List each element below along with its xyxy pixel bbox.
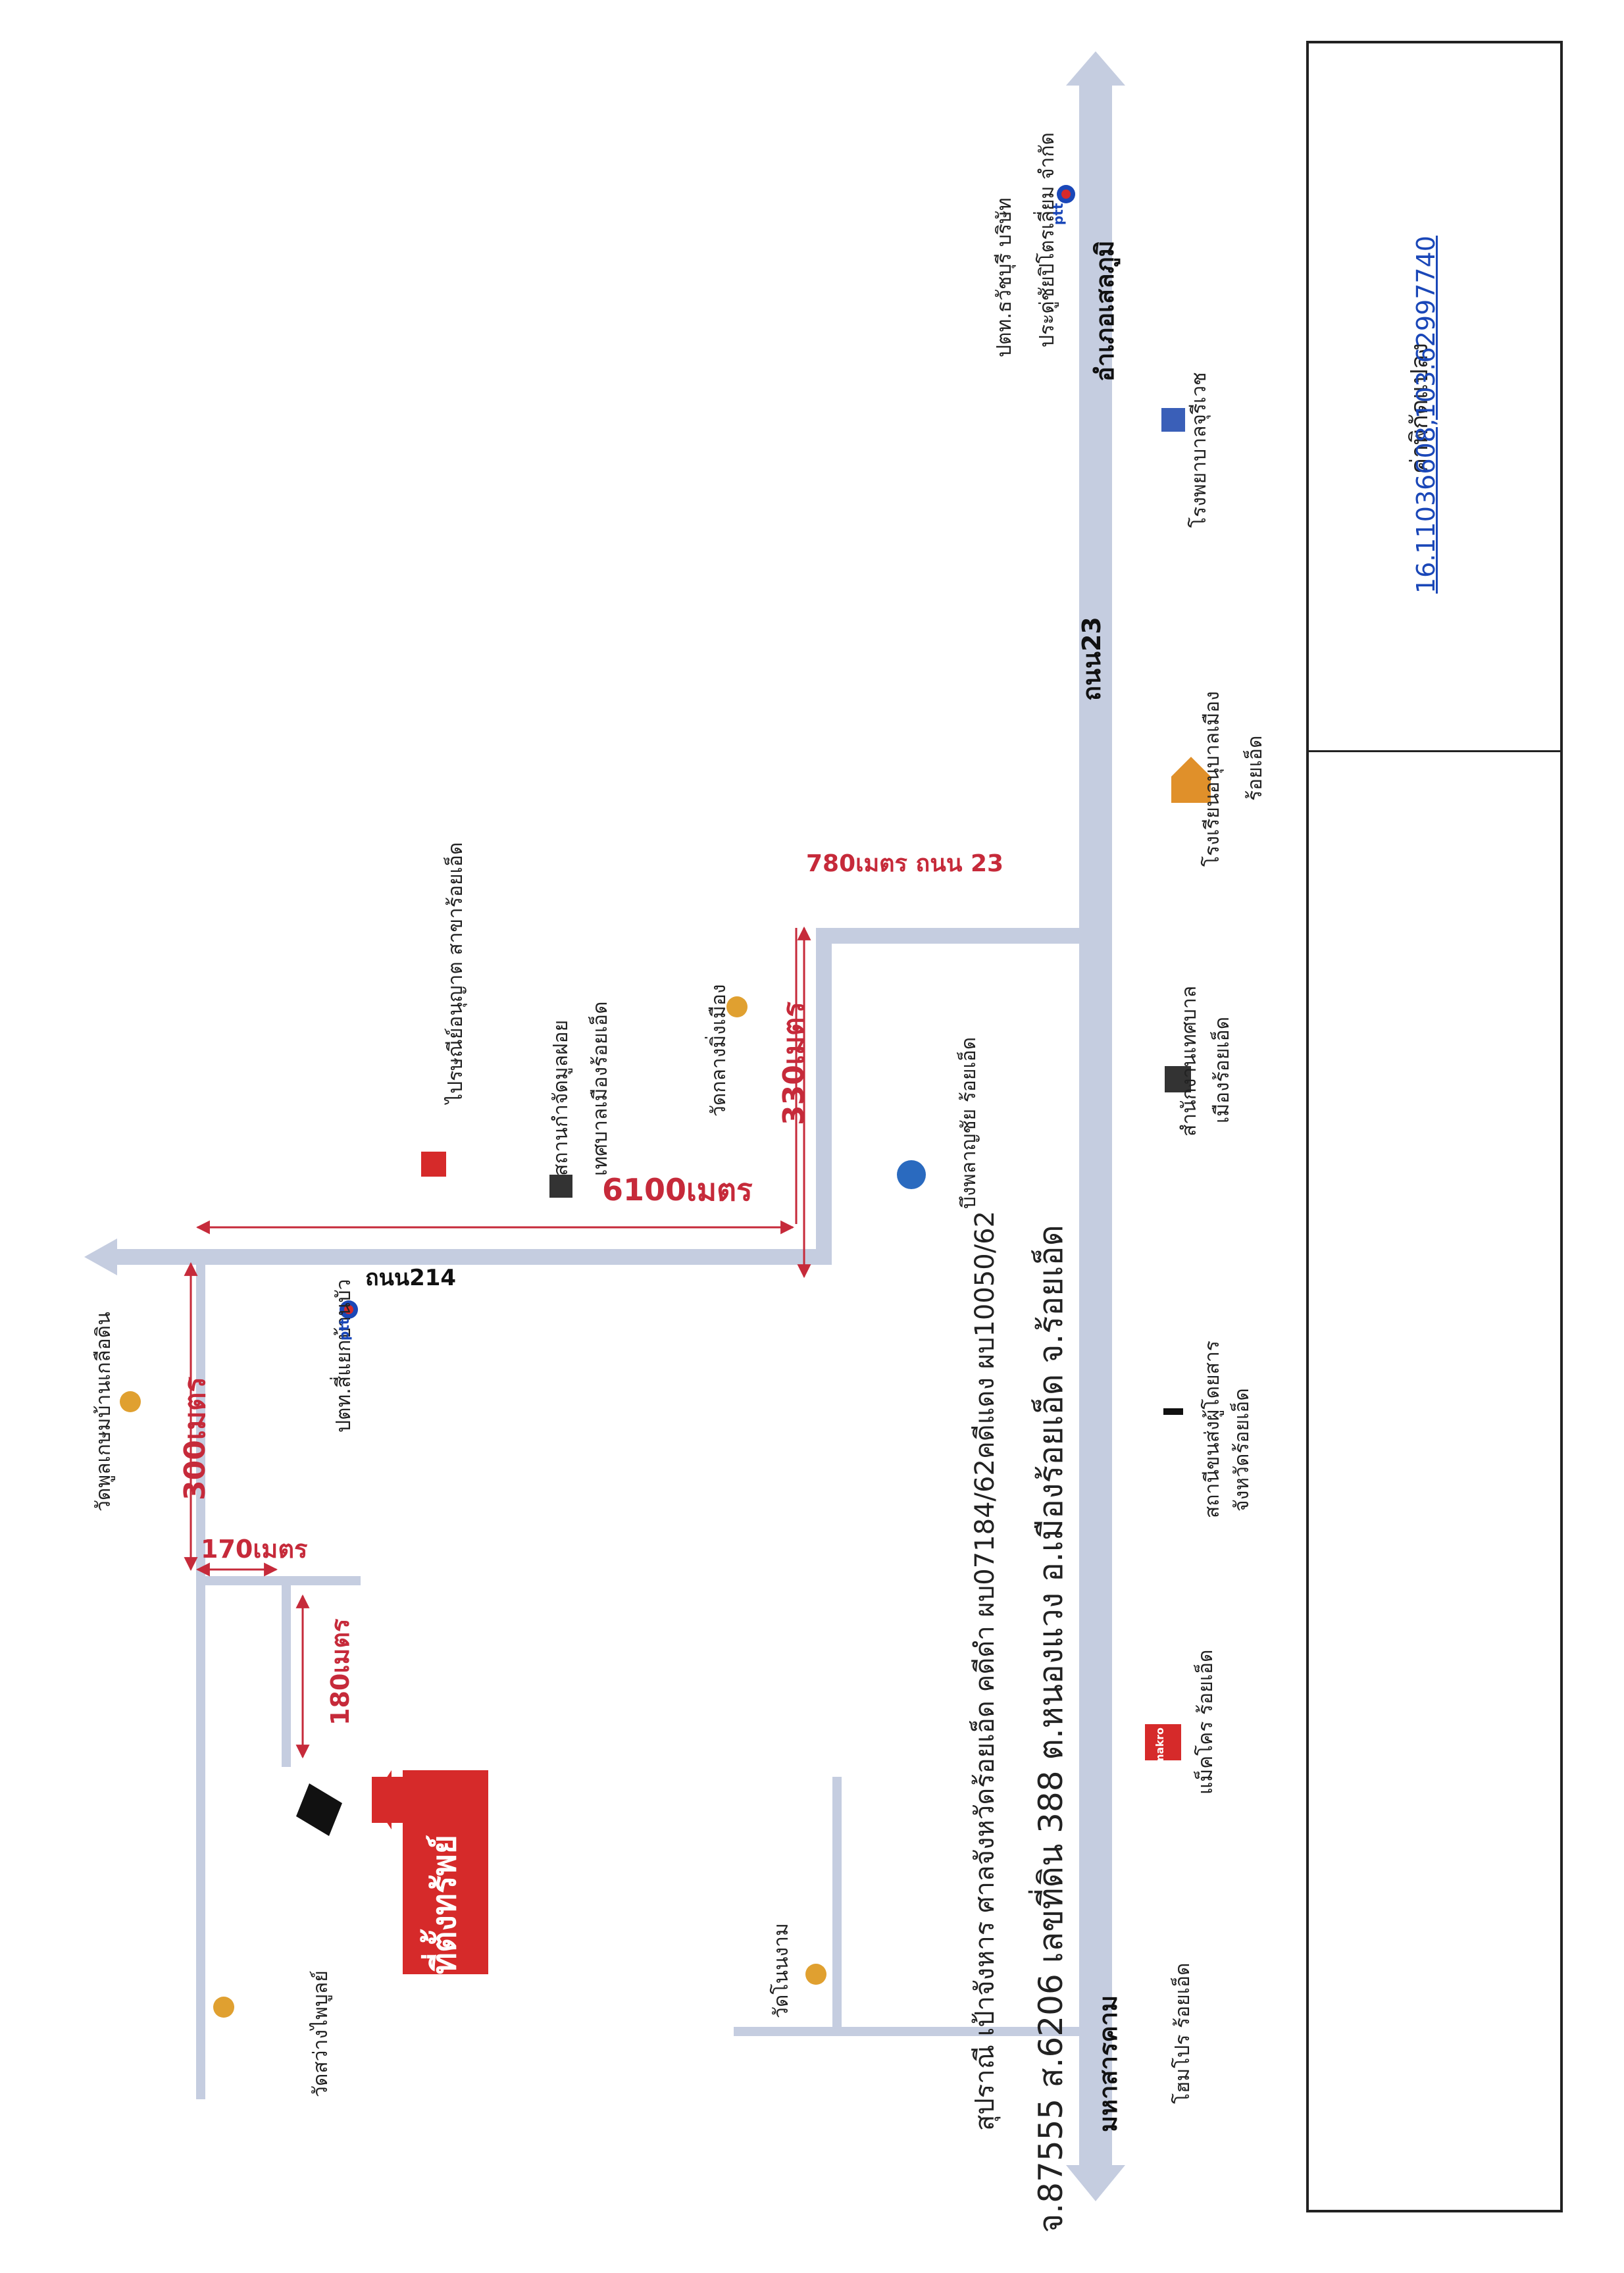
wat-sawang-label: วัดสว่างไพบูลย์ — [309, 1970, 332, 2097]
temple-icon — [805, 1964, 826, 1985]
distance-6100-label: 6100เมตร — [602, 1172, 753, 1208]
waste-station-label-1: สถานกำจัดมูลฝอย — [549, 1019, 572, 1176]
post-office-icon — [421, 1152, 446, 1177]
non-ngam-road-h — [734, 2027, 1089, 2036]
distance-300-label: 300เมตร — [178, 1376, 212, 1500]
school-label-1: โรงเรียนอนุบาลเมือง — [1201, 691, 1224, 867]
property-marker-icon — [296, 1783, 342, 1836]
ptt-logo-icon — [1057, 185, 1075, 203]
local-road-h — [196, 1576, 361, 1585]
ptt-logo-icon — [340, 1300, 358, 1319]
main-road-arrow-north — [1066, 51, 1125, 86]
municipal-office-label-2: เมืองร้อยเอ็ด — [1211, 1016, 1234, 1123]
lake-icon — [897, 1160, 926, 1189]
temple-icon — [213, 1997, 234, 2018]
info-line-2: จ.87555 ส.6206 เลขที่ดิน 388 ต.หนองแวง อ… — [1032, 1224, 1070, 2233]
branch-road-label: ถนน214 — [365, 1265, 457, 1291]
school-icon — [1171, 757, 1211, 803]
municipal-office-label-1: สำนักงานเทศบาล — [1178, 985, 1201, 1136]
wat-non-ngam-label: วัดโนนงาม — [770, 1923, 793, 2018]
makro-label: แม็คโคร ร้อยเอ็ด — [1194, 1649, 1217, 1795]
local-road-v — [196, 1257, 205, 2099]
school-label-2: ร้อยเอ็ด — [1244, 735, 1267, 801]
branch-road-h1 — [816, 928, 1092, 944]
makro-icon — [1145, 1724, 1181, 1760]
homepro-label: โฮมโปร ร้อยเอ็ด — [1171, 1962, 1194, 2104]
bus-terminal-label-2: จังหวัดร้อยเอ็ด — [1231, 1388, 1254, 1512]
distance-180-label: 180เมตร — [326, 1618, 355, 1725]
property-arrow-head — [372, 1770, 392, 1829]
municipal-office-icon — [1165, 1066, 1191, 1092]
property-label: ที่ตั้งทรัพย์ — [425, 1835, 463, 1974]
hospital-icon — [1161, 408, 1185, 432]
selaphum-label: อำเภอเสลภูมิ — [1090, 240, 1119, 382]
distance-170-label: 170เมตร — [201, 1535, 308, 1564]
main-road — [1079, 79, 1112, 2172]
branch-road-h2 — [112, 1249, 832, 1265]
bus-terminal-icon — [1163, 1408, 1183, 1415]
bus-terminal-label-1: สถานีขนส่งผู้โดยสาร — [1201, 1341, 1224, 1518]
wat-klang-label: วัดกลางมิ่งเมือง — [707, 984, 730, 1117]
makro-brand-label: makro — [1154, 1727, 1166, 1765]
temple-icon — [726, 996, 748, 1017]
info-line-1: สุปราณี เป้าจังหาร ศาลจังหวัดร้อยเอ็ด คด… — [970, 1210, 1000, 2131]
distance-330-label: 330เมตร — [777, 1001, 811, 1125]
hospital-label: โรงพยาบาลจุรีเวช — [1188, 372, 1211, 528]
distance-780-label: 780เมตร ถนน 23 — [806, 850, 1004, 877]
info-box-divider — [1306, 750, 1563, 752]
local-road-spur — [282, 1576, 291, 1767]
branch-road-v — [816, 928, 832, 1264]
ptt-ban-bua-label: ปตท.สี่แยกบ้านบัว — [332, 1279, 355, 1433]
main-road-label: ถนน23 — [1077, 617, 1106, 701]
branch-road-arrow — [84, 1239, 117, 1275]
waste-station-icon — [549, 1175, 572, 1198]
waste-station-label-2: เทศบาลเมืองร้อยเอ็ด — [589, 1001, 612, 1176]
non-ngam-road-v — [832, 1777, 842, 2033]
info-box — [1306, 41, 1563, 2212]
post-office-label: ไปรษณีย์อนุญาต สาขาร้อยเอ็ด — [444, 842, 467, 1104]
ptt-selaphum-label-1: ปตท.ธวัชบุรี บริษัท — [993, 197, 1016, 357]
property-label-box — [403, 1770, 488, 1974]
ptt-brand-label: ptt — [336, 1318, 352, 1341]
ptt-brand-label: ptt — [1050, 203, 1066, 225]
mahasarakham-label: มหาสารคาม — [1094, 1995, 1123, 2132]
main-road-arrow-south — [1066, 2165, 1125, 2201]
wat-phu-label: วัดพูลเกษมบ้านเกลือดิน — [92, 1312, 115, 1512]
temple-icon — [120, 1391, 141, 1412]
coord-value-link[interactable]: 16.11036608,103.62997740 — [1411, 236, 1440, 594]
